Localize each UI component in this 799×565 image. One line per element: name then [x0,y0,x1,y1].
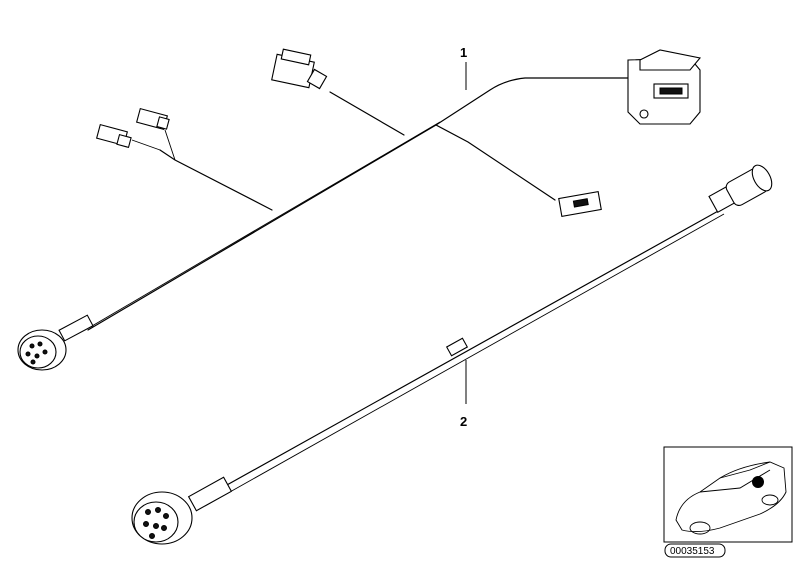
connector-small-right [558,191,602,217]
connector-top-center [271,48,328,90]
harness-1-branch-left [159,149,273,211]
callout-1-label: 1 [460,45,467,60]
reference-number: 00035153 [670,546,715,557]
harness-2-cable [199,209,721,501]
reference-badge: 00035153 [664,543,726,558]
round-connector-left [17,314,94,371]
round-connector-bottom [131,476,233,545]
harness-1: 1 [17,45,702,371]
straight-connector-right [708,164,773,213]
harness-1-branch-right [435,124,556,201]
connector-small-left-b [95,123,132,149]
connector-top-right [627,49,702,125]
harness-1-branch-top [329,91,405,136]
connector-small-left-a [135,107,170,131]
callout-2-label: 2 [460,414,467,429]
harness-2: 2 [131,164,773,545]
car-location-thumbnail-icon [663,446,793,543]
harness-1-main-trunk [87,77,631,331]
